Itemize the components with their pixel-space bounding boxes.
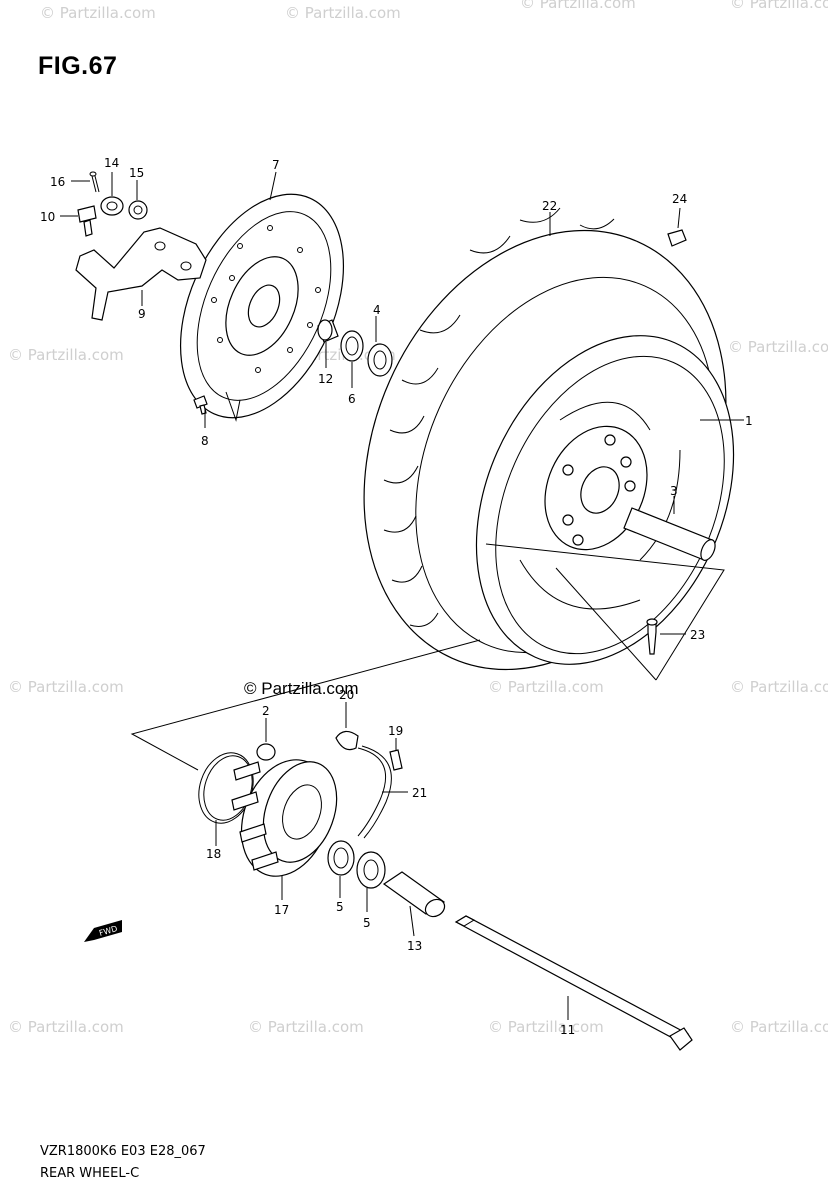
forward-direction-badge: FWD: [84, 920, 122, 942]
bearing: [367, 343, 393, 377]
watermark: © Partzilla.com: [730, 1018, 828, 1036]
callout-3: 3: [670, 484, 678, 498]
callout-15: 15: [129, 166, 144, 180]
watermark: © Partzilla.com: [285, 4, 401, 22]
callout-6: 6: [348, 392, 356, 406]
bearing: [356, 851, 386, 889]
callout-12: 12: [318, 372, 333, 386]
callout-10: 10: [40, 210, 55, 224]
watermark: © Partzilla.com: [8, 346, 124, 364]
diagram-code: VZR1800K6 E03 E28_067: [40, 1144, 206, 1159]
callout-5: 5: [336, 900, 344, 914]
bearing: [327, 840, 355, 876]
diagram-name: REAR WHEEL-C: [40, 1166, 140, 1181]
wheel-damper: [256, 743, 276, 761]
watermark: © Partzilla.com: [488, 1018, 604, 1036]
watermark: © Partzilla.com: [520, 0, 636, 12]
circlip: [357, 745, 392, 839]
oil-seal: [340, 330, 364, 362]
callout-7: 7: [272, 158, 280, 172]
final-driven-flange: [231, 759, 338, 877]
bracket-bolt: [77, 205, 97, 237]
callout-19: 19: [388, 724, 403, 738]
rear-axle: [454, 915, 693, 1051]
castle-nut: [100, 196, 124, 216]
watermark: © Partzilla.com: [730, 0, 828, 12]
collar: [317, 319, 339, 343]
balance-weight: [667, 229, 687, 247]
callout-21: 21: [412, 786, 427, 800]
brake-disc: [179, 193, 345, 419]
watermark: © Partzilla.com: [488, 678, 604, 696]
valve-stem: [646, 618, 658, 655]
callout-16: 16: [50, 175, 65, 189]
callout-8: 8: [201, 434, 209, 448]
spacer: [382, 871, 446, 918]
callout-1: 1: [745, 414, 753, 428]
callout-14: 14: [104, 156, 119, 170]
callout-9: 9: [138, 307, 146, 321]
callout-23: 23: [690, 628, 705, 642]
watermark: © Partzilla.com: [730, 678, 828, 696]
callout-numbers: 16 14 15 10 7 9 22 24 4 12 6 8 1 3 23 2 …: [40, 156, 753, 1037]
leader-lines: [60, 171, 744, 1020]
washer: [128, 200, 148, 220]
callout-24: 24: [672, 192, 687, 206]
callout-4: 4: [373, 303, 381, 317]
watermark: © Partzilla.com: [728, 338, 828, 356]
callout-13: 13: [407, 939, 422, 953]
watermark: © Partzilla.com: [40, 4, 156, 22]
cotter-pin: [89, 171, 100, 193]
watermark: © Partzilla.com: [248, 1018, 364, 1036]
rear-wheel-rim: [475, 335, 735, 665]
callout-11: 11: [560, 1023, 575, 1037]
wheel-spacer: [623, 507, 716, 561]
callout-22: 22: [542, 199, 557, 213]
callout-18: 18: [206, 847, 221, 861]
retainer-plate: [335, 730, 359, 751]
callout-17: 17: [274, 903, 289, 917]
watermark: © Partzilla.com: [8, 1018, 124, 1036]
callout-5: 5: [363, 916, 371, 930]
retainer-bolt: [389, 749, 403, 771]
watermark: © Partzilla.com: [8, 678, 124, 696]
callout-2: 2: [262, 704, 270, 718]
caliper-bracket: [75, 227, 207, 321]
callout-20: 20: [339, 688, 354, 702]
figure-title: FIG.67: [38, 52, 118, 80]
